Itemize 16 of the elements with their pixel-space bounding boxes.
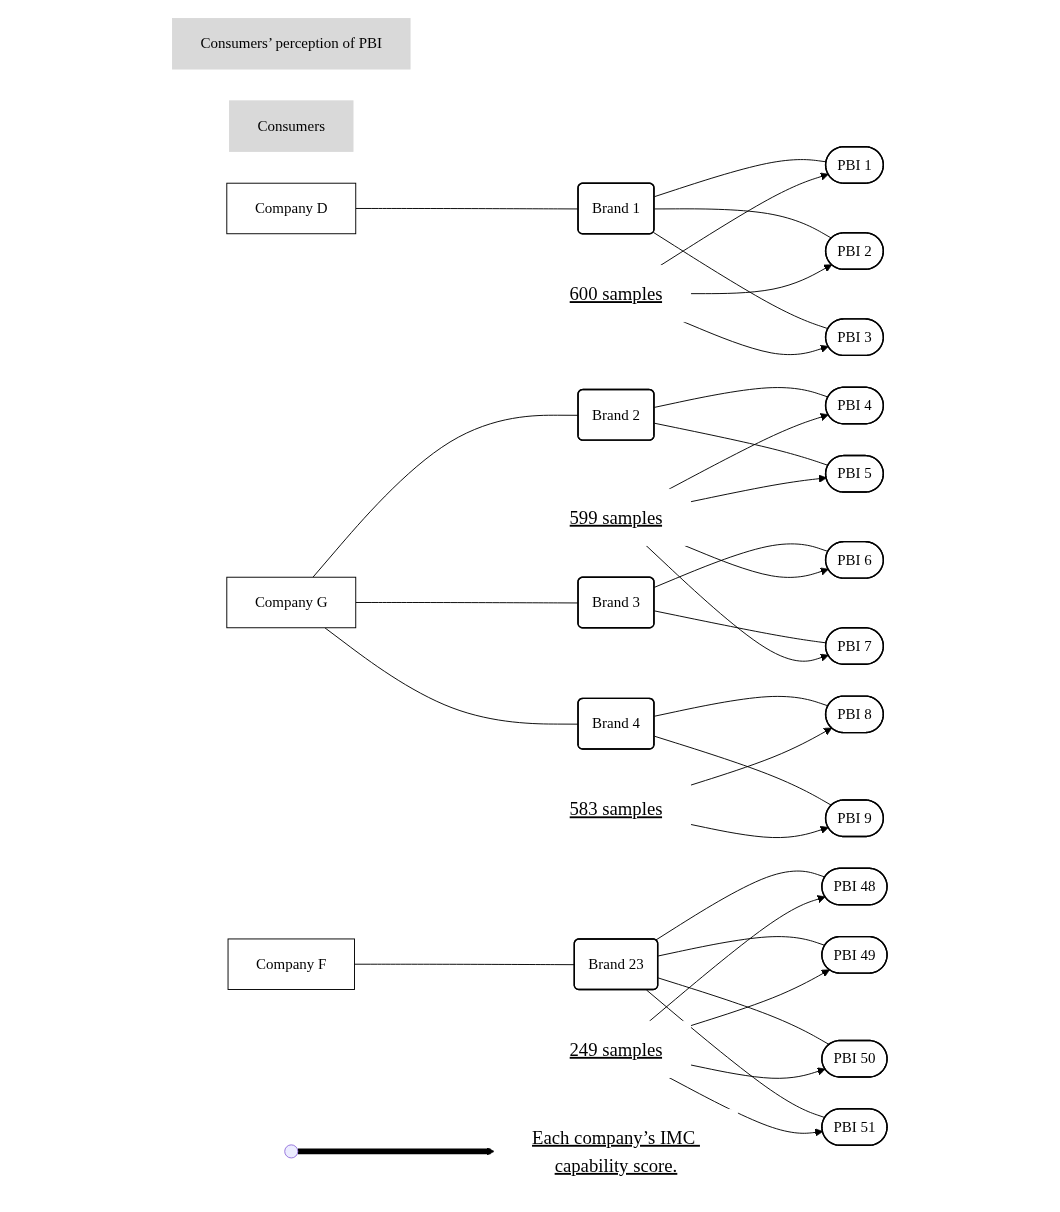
arrow <box>298 1147 495 1156</box>
connector <box>657 977 831 1046</box>
connector <box>655 870 826 941</box>
connector <box>654 695 830 717</box>
node-box: Consumers <box>229 100 354 152</box>
node-text: 249 samples <box>569 1039 663 1060</box>
node-box: Company D <box>226 182 357 235</box>
node-box: Consumers’ perception of PBI <box>172 18 411 70</box>
node-text: Each company’s IMC capability score. <box>532 1127 696 1176</box>
node-text: 599 samples <box>569 507 663 528</box>
connector <box>654 208 833 239</box>
connector <box>654 735 833 806</box>
node-text: 583 samples <box>569 798 663 820</box>
node-box: Company G <box>226 576 357 629</box>
node-box: Company F <box>227 938 356 990</box>
node-text: 600 samples <box>569 283 663 304</box>
